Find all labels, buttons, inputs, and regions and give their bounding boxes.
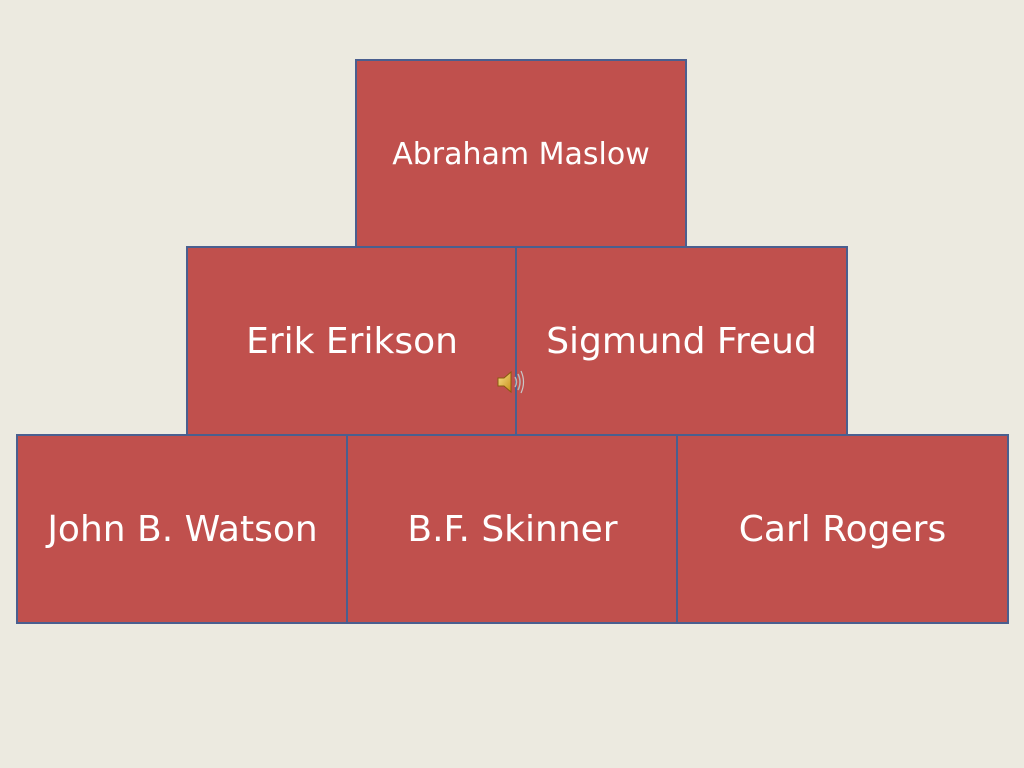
- block-label: Erik Erikson: [246, 320, 458, 362]
- speaker-icon[interactable]: [494, 366, 526, 398]
- block-bf-skinner: B.F. Skinner: [346, 434, 679, 624]
- block-erik-erikson: Erik Erikson: [186, 246, 518, 436]
- block-label: Carl Rogers: [738, 508, 947, 550]
- block-sigmund-freud: Sigmund Freud: [515, 246, 848, 436]
- block-label: Abraham Maslow: [392, 136, 650, 172]
- block-label: B.F. Skinner: [407, 508, 618, 550]
- block-carl-rogers: Carl Rogers: [676, 434, 1009, 624]
- block-label: Sigmund Freud: [546, 320, 817, 362]
- block-label: John B. Watson: [47, 508, 318, 550]
- block-john-b-watson: John B. Watson: [16, 434, 349, 624]
- block-abraham-maslow: Abraham Maslow: [355, 59, 687, 249]
